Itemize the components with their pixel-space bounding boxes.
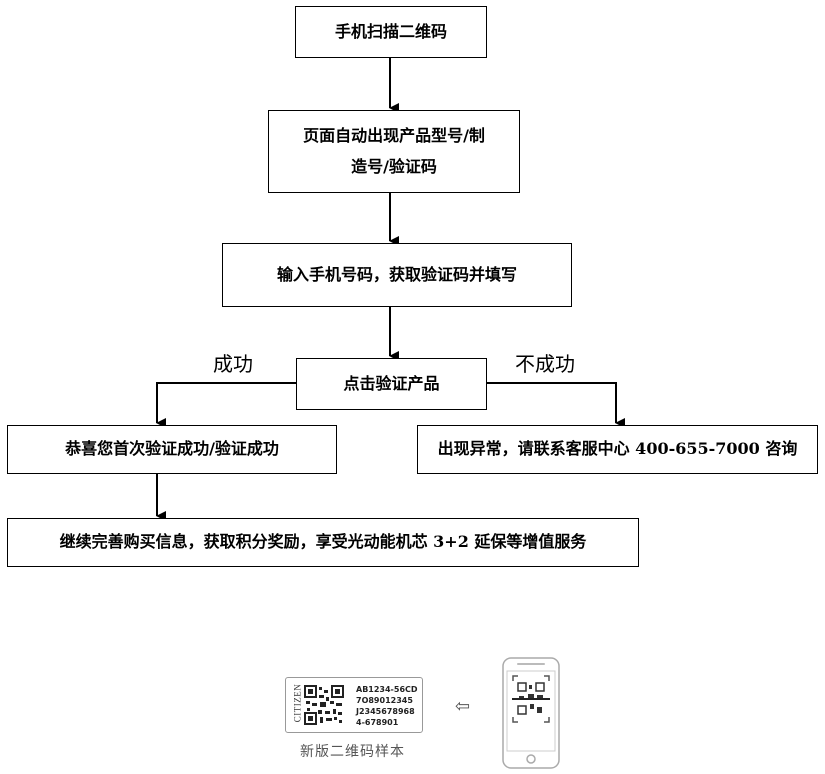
success-result-box: 恭喜您首次验证成功/验证成功 [7, 425, 337, 474]
serial-codes: AB1234-56CD 7O89012345 J2345678968 4-678… [356, 684, 418, 728]
code-line-3: J2345678968 [356, 707, 415, 716]
brand-logo: CITIZEN [292, 683, 303, 723]
step-scan-qr: 手机扫描二维码 [295, 6, 487, 58]
code-line-4: 4-678901 [356, 718, 399, 727]
step-auto-display-line1: 页面自动出现产品型号/制 [303, 126, 485, 146]
qr-code-icon [304, 685, 344, 725]
fail-result-box: 出现异常，请联系客服中心 400-655-7000 咨询 [417, 425, 818, 474]
sample-caption: 新版二维码样本 [300, 744, 405, 760]
arrow-success [156, 382, 296, 428]
branch-success-label: 成功 [213, 352, 253, 376]
code-line-1: AB1234-56CD [356, 685, 418, 694]
step-input-phone: 输入手机号码，获取验证码并填写 [222, 243, 572, 307]
qr-sample-card: CITIZEN AB1234-56CD 7O89012345 J23456789… [285, 677, 423, 733]
smartphone-icon [502, 657, 560, 769]
back-arrow-icon: ⇦ [455, 696, 471, 717]
step-auto-display: 页面自动出现产品型号/制 造号/验证码 [268, 110, 520, 193]
arrow-fail [487, 382, 625, 428]
step-verify-product: 点击验证产品 [296, 358, 487, 410]
step-auto-display-line2: 造号/验证码 [351, 156, 437, 176]
code-line-2: 7O89012345 [356, 696, 413, 705]
final-step-box: 继续完善购买信息，获取积分奖励，享受光动能机芯 3+2 延保等增值服务 [7, 518, 639, 567]
branch-fail-label: 不成功 [515, 352, 575, 376]
